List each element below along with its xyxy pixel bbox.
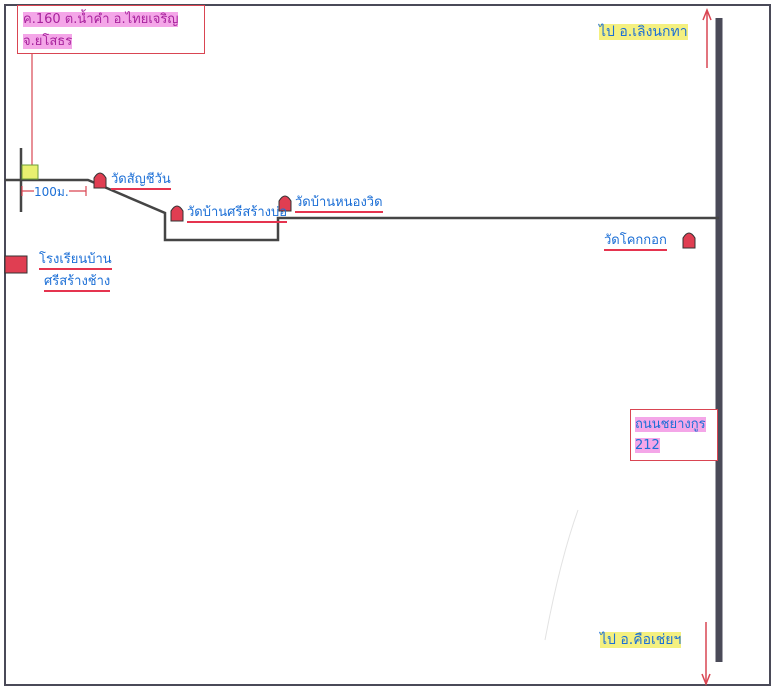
north-arrow-icon	[702, 7, 712, 68]
temple-icon	[278, 195, 292, 212]
address-line-2: จ.ยโสธร	[23, 33, 73, 50]
address-line-2-text: จ.ยโสธร	[23, 34, 73, 49]
temple-icon	[93, 172, 107, 189]
address-line-1: ค.160 ต.น้ำคำ อ.ไทยเจริญ	[23, 11, 179, 28]
temple-label-4: วัดโคกกอก	[604, 232, 667, 251]
temple-label-2: วัดบ้านศรีสร้างบ่อ	[187, 204, 288, 223]
address-line-1-text: ค.160 ต.น้ำคำ อ.ไทยเจริญ	[23, 12, 179, 27]
temple-label-3: วัดบ้านหนองวิด	[295, 194, 383, 213]
school-icon	[4, 255, 28, 274]
north-direction-label: ไป อ.เลิงนกทา	[599, 24, 688, 41]
south-arrow-icon	[701, 622, 711, 687]
south-direction-label: ไป อ.คือเช่ยฯ	[600, 632, 682, 649]
temple-label-1: วัดสัญชีวัน	[111, 171, 171, 190]
temple-icon	[682, 232, 696, 249]
address-box: ค.160 ต.น้ำคำ อ.ไทยเจริญ จ.ยโสธร	[17, 5, 205, 54]
destination-marker	[21, 164, 39, 180]
south-direction-text: ไป อ.คือเช่ยฯ	[600, 632, 682, 648]
road-sign-line-2: 212	[635, 437, 660, 454]
map-frame	[4, 4, 771, 686]
north-direction-text: ไป อ.เลิงนกทา	[599, 24, 688, 40]
road-sign-line-1-text: ถนนชยางกูร	[635, 417, 706, 432]
distance-label: 100ม.	[34, 184, 69, 201]
road-sign-line-1: ถนนชยางกูร	[635, 416, 706, 433]
pencil-stroke	[544, 509, 579, 641]
school-label-line-1: โรงเรียนบ้าน	[39, 251, 112, 270]
village-road	[5, 178, 719, 242]
temple-icon	[170, 205, 184, 222]
road-sign-line-2-text: 212	[635, 438, 660, 453]
school-label-line-2: ศรีสร้างช้าง	[44, 273, 111, 292]
road-sign-box: ถนนชยางกูร 212	[630, 409, 718, 461]
